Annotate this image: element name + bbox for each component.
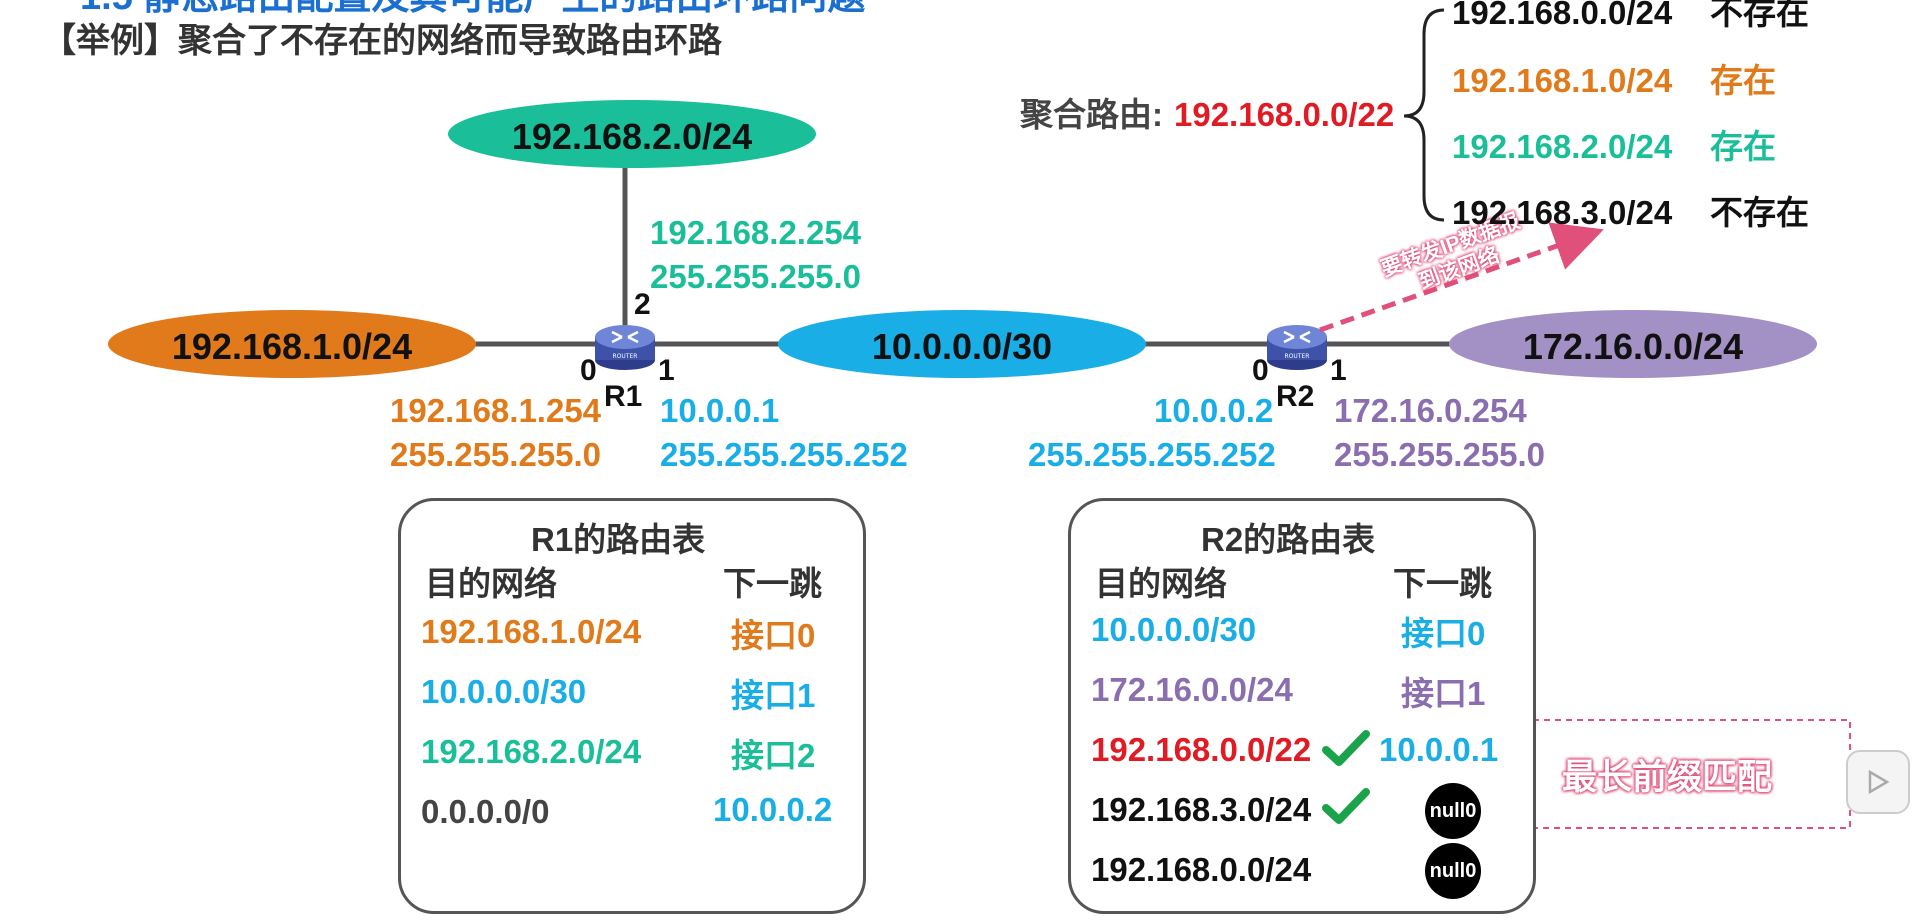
r2-port-0: 0 [1252, 354, 1269, 387]
subnet-0-status: 不存在 [1710, 0, 1809, 31]
r1-row-3-dest: 0.0.0.0/0 [421, 793, 550, 830]
r1-if0-mask: 255.255.255.0 [390, 436, 602, 473]
r2-row-3-next: null0 [1425, 783, 1481, 839]
forward-arrow [1319, 222, 1604, 333]
r1-col-next: 下一跳 [723, 565, 822, 602]
r1-row-1-dest: 10.0.0.0/30 [421, 673, 587, 710]
r1-row-2-next: 接口2 [731, 737, 816, 774]
subnet-1-net: 192.168.1.0/24 [1452, 62, 1673, 99]
example-subtitle: 【举例】聚合了不存在的网络而导致路由环路 [42, 22, 722, 60]
aggregate-brace [1403, 8, 1445, 222]
r1-if2-ip: 192.168.2.254 [650, 214, 862, 251]
network-ellipse-left [108, 310, 476, 378]
r2-row-2-next: 10.0.0.1 [1379, 731, 1499, 768]
r2-port-1: 1 [1330, 354, 1347, 387]
network-ellipse-right [1449, 310, 1817, 378]
subnet-0-net: 192.168.0.0/24 [1452, 0, 1673, 31]
play-icon[interactable] [1846, 750, 1910, 814]
subnet-3-status: 不存在 [1710, 194, 1809, 231]
r2-if0-ip: 10.0.0.2 [1154, 392, 1274, 429]
network-label-left: 192.168.1.0/24 [171, 326, 413, 367]
r2-if1-mask: 255.255.255.0 [1334, 436, 1546, 473]
router-r2-icon: ROUTER [1267, 325, 1327, 370]
subnet-3-net: 192.168.3.0/24 [1452, 194, 1673, 231]
check-icon [1322, 788, 1370, 824]
r2-row-1-next: 接口1 [1401, 675, 1486, 712]
aggregate-label: 聚合路由: [1020, 96, 1163, 133]
subnet-1-status: 存在 [1710, 62, 1776, 99]
svg-text:ROUTER: ROUTER [1285, 353, 1310, 360]
r2-row-3-dest: 192.168.3.0/24 [1091, 791, 1312, 828]
network-label-right: 172.16.0.0/24 [1522, 326, 1744, 367]
aggregate-value: 192.168.0.0/22 [1174, 96, 1395, 133]
r1-name: R1 [604, 380, 643, 413]
r1-routing-table: R1的路由表 目的网络 下一跳 192.168.1.0/24 接口0 10.0.… [398, 498, 866, 914]
r1-port-0: 0 [580, 354, 597, 387]
r2-col-next: 下一跳 [1393, 565, 1492, 602]
r2-row-4-next: null0 [1425, 843, 1481, 899]
r1-row-0-dest: 192.168.1.0/24 [421, 613, 642, 650]
r2-row-4-dest: 192.168.0.0/24 [1091, 851, 1312, 888]
r2-row-2-dest: 192.168.0.0/22 [1091, 731, 1312, 768]
subnet-2-status: 存在 [1710, 128, 1776, 165]
svg-text:ROUTER: ROUTER [613, 353, 638, 360]
network-ellipse-mid [778, 310, 1146, 378]
r1-port-1: 1 [658, 354, 675, 387]
r2-if0-mask: 255.255.255.252 [1028, 436, 1276, 473]
r2-name: R2 [1276, 380, 1315, 413]
r2-row-1-dest: 172.16.0.0/24 [1091, 671, 1293, 708]
r1-row-3-next: 10.0.0.2 [713, 791, 833, 828]
r1-port-2: 2 [634, 288, 651, 321]
subnet-2-net: 192.168.2.0/24 [1452, 128, 1673, 165]
check-icon [1322, 730, 1370, 766]
network-ellipse-top [448, 100, 816, 168]
r1-col-dest: 目的网络 [425, 565, 557, 602]
r1-row-2-dest: 192.168.2.0/24 [421, 733, 642, 770]
longest-prefix-label: 最长前缀匹配 [1562, 758, 1773, 797]
r1-if0-ip: 192.168.1.254 [390, 392, 602, 429]
r1-row-1-next: 接口1 [731, 677, 816, 714]
r2-table-title: R2的路由表 [1201, 521, 1376, 558]
r1-if1-mask: 255.255.255.252 [660, 436, 908, 473]
network-label-top: 192.168.2.0/24 [511, 116, 753, 157]
r2-row-0-next: 接口0 [1401, 615, 1486, 652]
page-title: 1.5 静态路由配置及其可能产生的路由环路问题 [80, 0, 865, 16]
r1-if1-ip: 10.0.0.1 [660, 392, 780, 429]
r2-row-0-dest: 10.0.0.0/30 [1091, 611, 1257, 648]
router-r1-icon: ROUTER [595, 325, 655, 370]
r2-routing-table: R2的路由表 目的网络 下一跳 10.0.0.0/30 接口0 172.16.0… [1068, 498, 1536, 914]
r1-table-title: R1的路由表 [531, 521, 706, 558]
network-label-mid: 10.0.0.0/30 [871, 326, 1053, 367]
r1-row-0-next: 接口0 [731, 617, 816, 654]
r2-if1-ip: 172.16.0.254 [1334, 392, 1527, 429]
r2-col-dest: 目的网络 [1095, 565, 1227, 602]
r1-if2-mask: 255.255.255.0 [650, 258, 862, 295]
